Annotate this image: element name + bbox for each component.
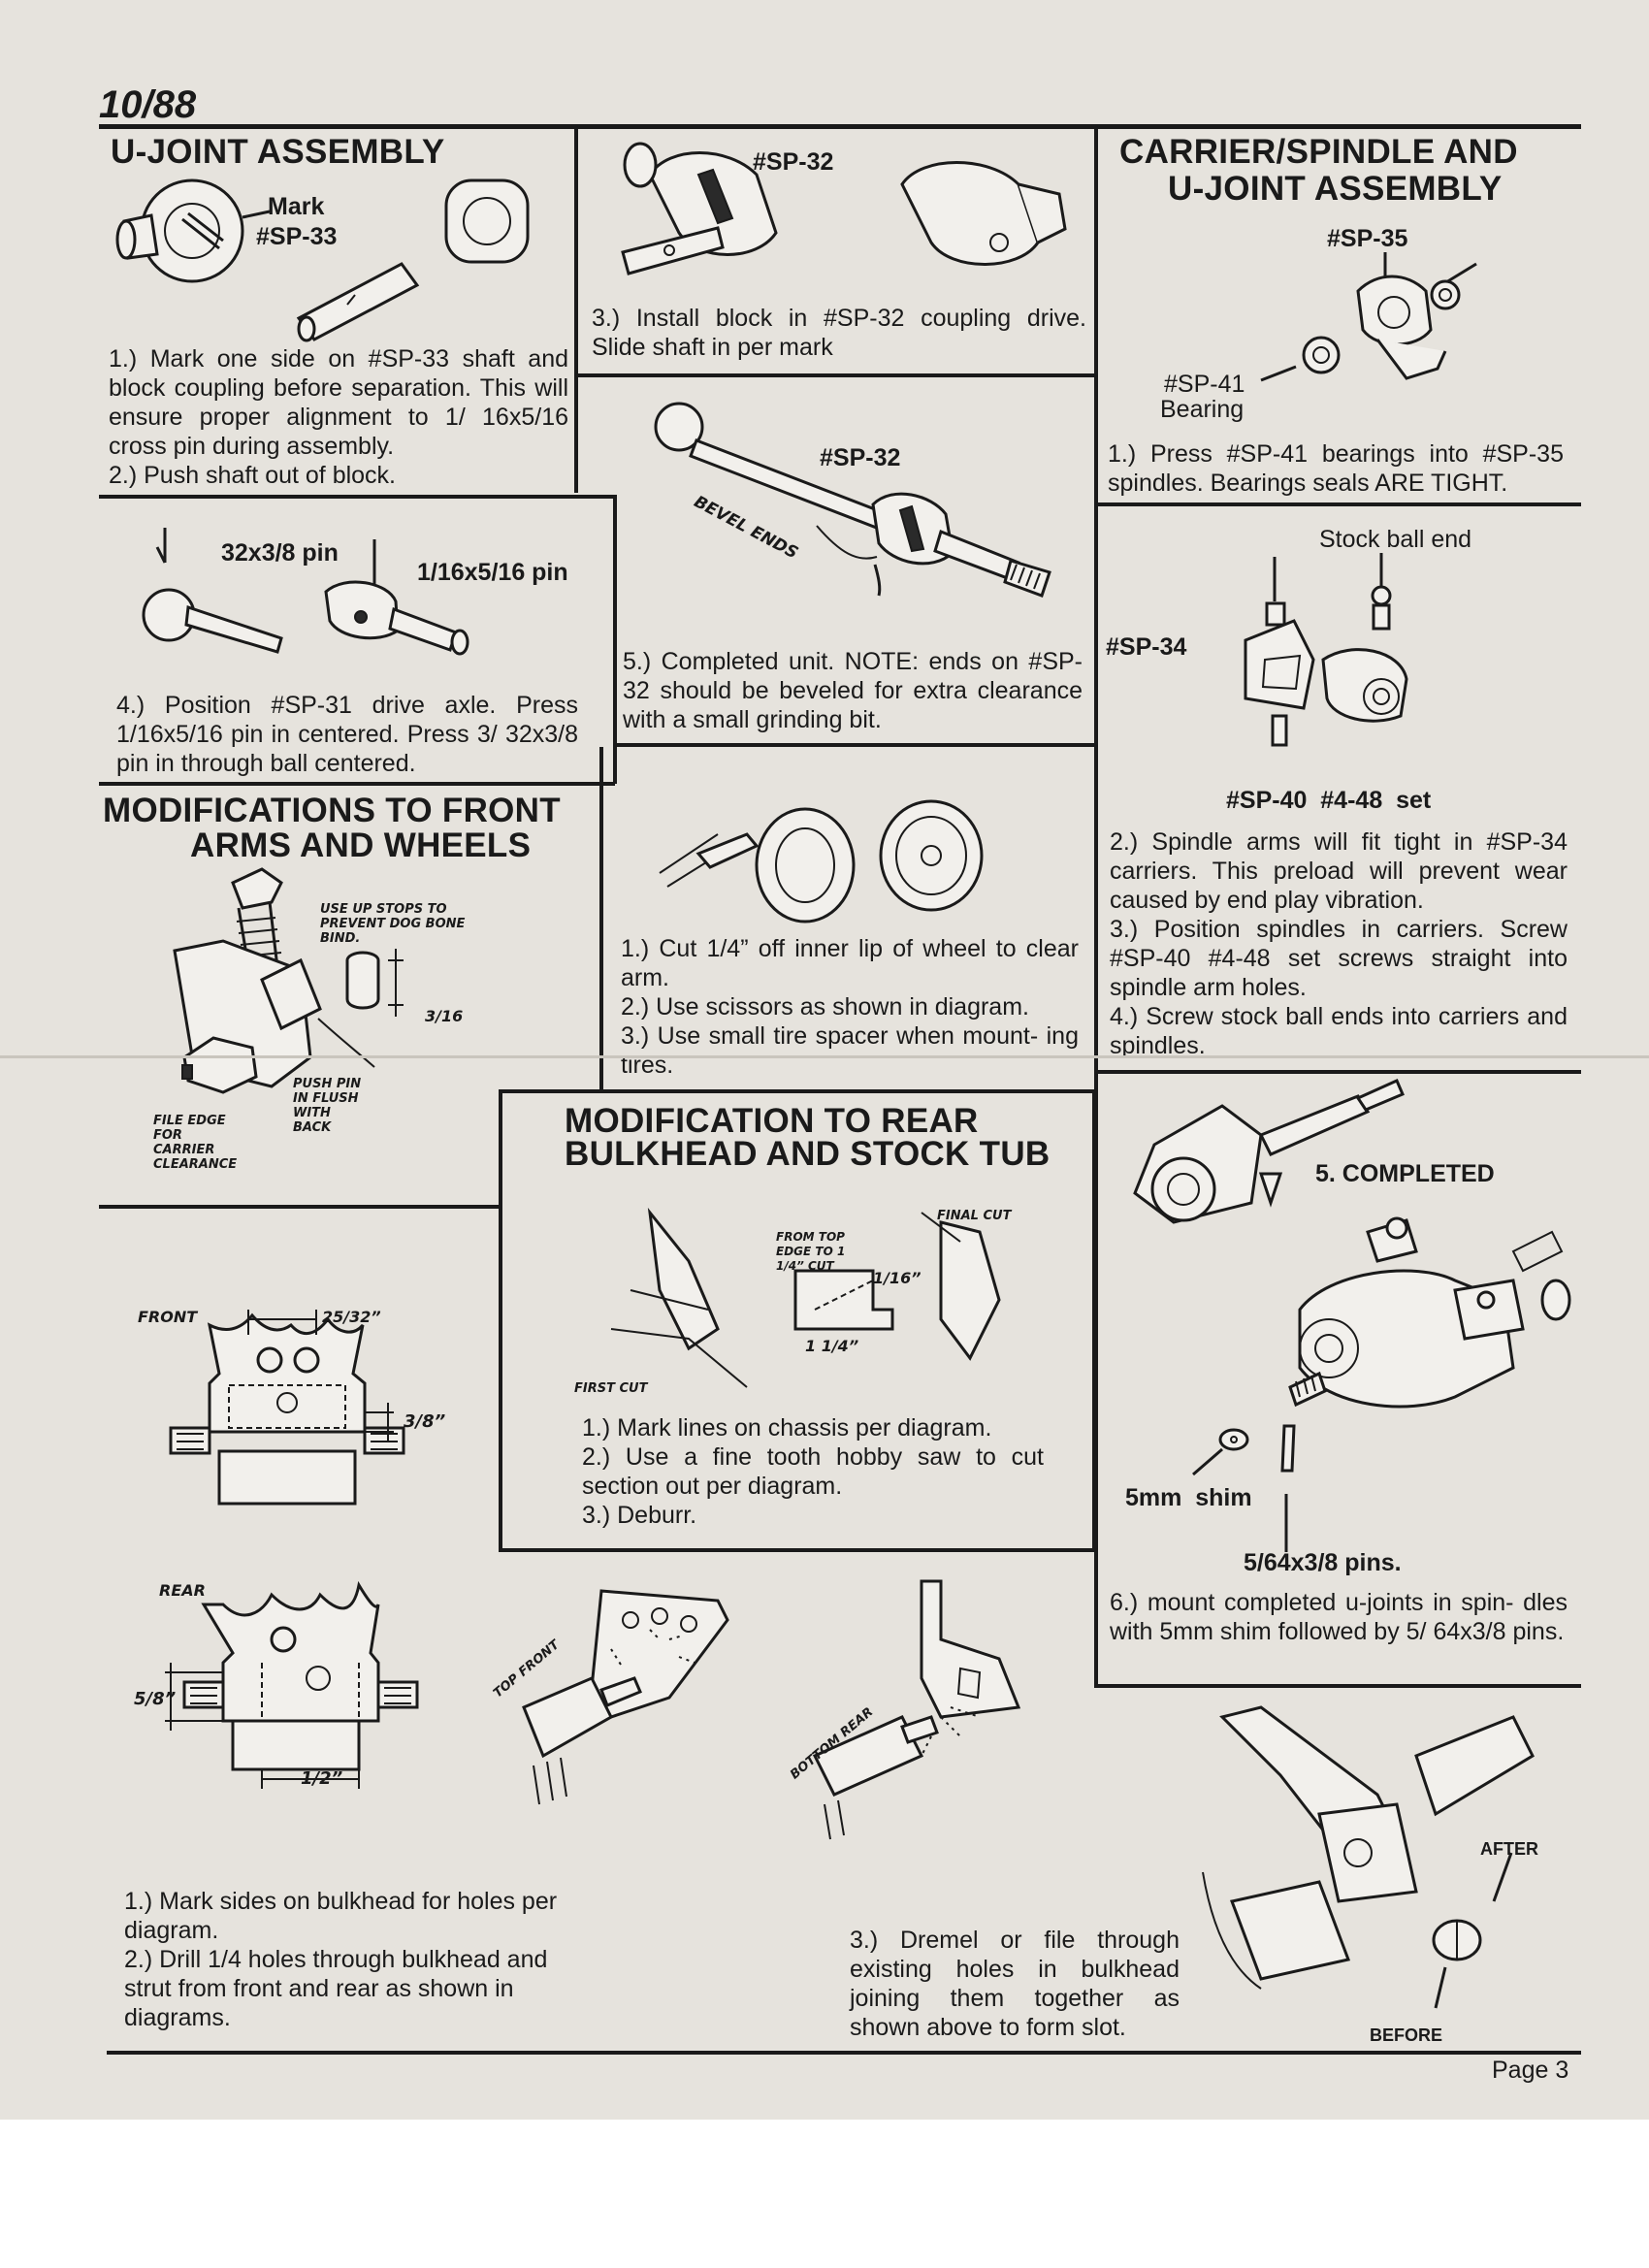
divider	[1096, 1070, 1581, 1074]
dim-1-16-label: 1/16”	[873, 1269, 922, 1287]
file-edge-note: FILE EDGE FOR CARRIER CLEARANCE	[153, 1114, 238, 1172]
divider	[499, 1548, 1096, 1552]
manual-page: 10/88 U-JOINT ASSEMBLY Mark #SP-33 1.) M…	[0, 0, 1649, 2120]
sp34-label: #SP-34	[1106, 633, 1187, 661]
sp33-label: #SP-33	[256, 223, 338, 250]
carrier-illustration	[1207, 553, 1459, 747]
divider	[599, 747, 603, 1090]
header-rule	[99, 124, 1581, 129]
completed-joint-top	[1116, 1077, 1406, 1232]
slot-illustration	[1203, 1698, 1552, 2027]
divider	[613, 495, 617, 784]
divider	[1092, 1089, 1096, 1551]
issue-date: 10/88	[99, 83, 197, 126]
front-mods-title-2: ARMS AND WHEELS	[190, 826, 532, 864]
up-stops-note: USE UP STOPS TO PREVENT DOG BONE BIND.	[320, 902, 466, 946]
divider	[615, 743, 1096, 747]
wheel-step-3: 3.) Use small tire spacer when mount- in…	[621, 1022, 1079, 1079]
ujoint-title: U-JOINT ASSEMBLY	[111, 133, 445, 171]
rear-step-1: 1.) Mark lines on chassis per diagram.	[582, 1414, 992, 1442]
bearing-label: Bearing	[1160, 396, 1245, 423]
bulkhead-step-2: 2.) Drill 1/4 holes through bulkhead and…	[124, 1946, 548, 2031]
front-dim-label: 3/16	[425, 1007, 464, 1025]
completed-unit-step: 5.) Completed unit. NOTE: ends on #SP-32…	[623, 648, 1083, 733]
shim-label: 5mm shim	[1125, 1484, 1252, 1511]
divider	[99, 495, 615, 499]
bulkhead-rear-diagram	[146, 1575, 436, 1789]
carrier-step-3: 3.) Position spindles in carriers. Screw…	[1110, 916, 1568, 1001]
divider	[499, 1089, 502, 1551]
divider	[1096, 502, 1581, 506]
coupling-illustration	[611, 136, 1067, 310]
sp41-label: #SP-41	[1164, 371, 1245, 398]
rear-mods-title-2: BULKHEAD AND STOCK TUB	[565, 1135, 1051, 1173]
mark-label: Mark	[268, 193, 325, 220]
carrier-title-1: CARRIER/SPINDLE AND	[1119, 133, 1518, 171]
dim-1-2-label: 1/2”	[301, 1768, 343, 1789]
carrier-step-1: 1.) Press #SP-41 bearings into #SP-35 sp…	[1108, 440, 1564, 497]
carrier-step-2: 2.) Spindle arms will fit tight in #SP-3…	[1110, 828, 1568, 914]
dim-5-8-label: 5/8”	[134, 1689, 177, 1709]
drill-top-front-illustration	[504, 1571, 737, 1824]
pin-1-16-label: 1/16x5/16 pin	[417, 559, 568, 586]
rear-label: REAR	[159, 1581, 206, 1600]
first-cut-note: FIRST CUT	[574, 1381, 648, 1396]
completed-joint-main	[1261, 1203, 1571, 1436]
pins-label: 5/64x3/8 pins.	[1244, 1549, 1402, 1576]
bulkhead-step-3: 3.) Dremel or file through existing hole…	[850, 1927, 1180, 2041]
wheel-step-2: 2.) Use scissors as shown in diagram.	[621, 993, 1029, 1021]
divider	[99, 1205, 502, 1209]
setscrew-label: #SP-40 #4-48 set	[1226, 787, 1432, 814]
dim-25-32-label: 25/32”	[322, 1308, 381, 1326]
divider	[499, 1089, 1096, 1093]
rear-cut-illustration	[572, 1203, 1057, 1397]
rear-step-3: 3.) Deburr.	[582, 1502, 697, 1529]
pin-32x38-label: 32x3/8 pin	[221, 539, 339, 567]
after-label: AFTER	[1480, 1839, 1538, 1859]
ujoint-step-2: 2.) Push shaft out of block.	[109, 462, 396, 489]
drill-bottom-rear-illustration	[795, 1571, 1067, 1843]
shim-pin-illustration	[1183, 1416, 1310, 1552]
bulkhead-step-1: 1.) Mark sides on bulkhead for holes per…	[124, 1888, 558, 1944]
stock-ball-label: Stock ball end	[1319, 526, 1472, 553]
wheel-step-1: 1.) Cut 1/4” off inner lip of wheel to c…	[621, 935, 1079, 991]
coupling-step: 3.) Install block in #SP-32 coupling dri…	[592, 305, 1086, 361]
carrier-step-4: 4.) Screw stock ball ends into carriers …	[1110, 1003, 1568, 1059]
driveshaft-illustration	[650, 388, 1077, 621]
divider	[1094, 1684, 1581, 1688]
footer-rule	[107, 2051, 1581, 2055]
final-cut-note: FINAL CUT	[937, 1209, 1012, 1223]
rear-step-2: 2.) Use a fine tooth hobby saw to cut se…	[582, 1443, 1044, 1500]
completed-title: 5. COMPLETED	[1315, 1160, 1495, 1187]
page-number: Page 3	[1492, 2057, 1569, 2084]
sp32-completed-label: #SP-32	[820, 444, 901, 471]
pins-illustration	[136, 524, 485, 679]
divider	[574, 373, 1096, 377]
divider	[99, 782, 615, 786]
before-label: BEFORE	[1370, 2025, 1443, 2045]
rear-mods-title-1: MODIFICATION TO REAR	[565, 1102, 979, 1140]
divider	[574, 126, 578, 493]
push-pin-note: PUSH PIN IN FLUSH WITH BACK	[293, 1077, 362, 1135]
bulkhead-front-diagram	[171, 1306, 423, 1509]
front-label: FRONT	[138, 1308, 198, 1326]
front-arm-illustration	[155, 863, 475, 1116]
dim-1-1-4-label: 1 1/4”	[805, 1337, 859, 1355]
wheel-illustration	[660, 795, 1009, 941]
ujoint-step-1: 1.) Mark one side on #SP-33 shaft and bl…	[109, 345, 568, 460]
from-top-edge-note: FROM TOP EDGE TO 1 1/4” CUT	[776, 1230, 846, 1273]
page-crease	[0, 1055, 1649, 1058]
spindle-illustration	[1261, 252, 1513, 398]
ujoint-illustration	[114, 171, 541, 345]
completed-step: 6.) mount completed u-joints in spin- dl…	[1110, 1589, 1568, 1645]
front-mods-title-1: MODIFICATIONS TO FRONT	[103, 792, 561, 829]
sp32-label: #SP-32	[753, 148, 834, 176]
dim-3-8-label: 3/8”	[404, 1411, 446, 1432]
carrier-title-2: U-JOINT ASSEMBLY	[1168, 170, 1503, 208]
sp35-label: #SP-35	[1327, 225, 1408, 252]
divider	[1094, 126, 1098, 1686]
pins-step: 4.) Position #SP-31 drive axle. Press 1/…	[116, 692, 578, 777]
